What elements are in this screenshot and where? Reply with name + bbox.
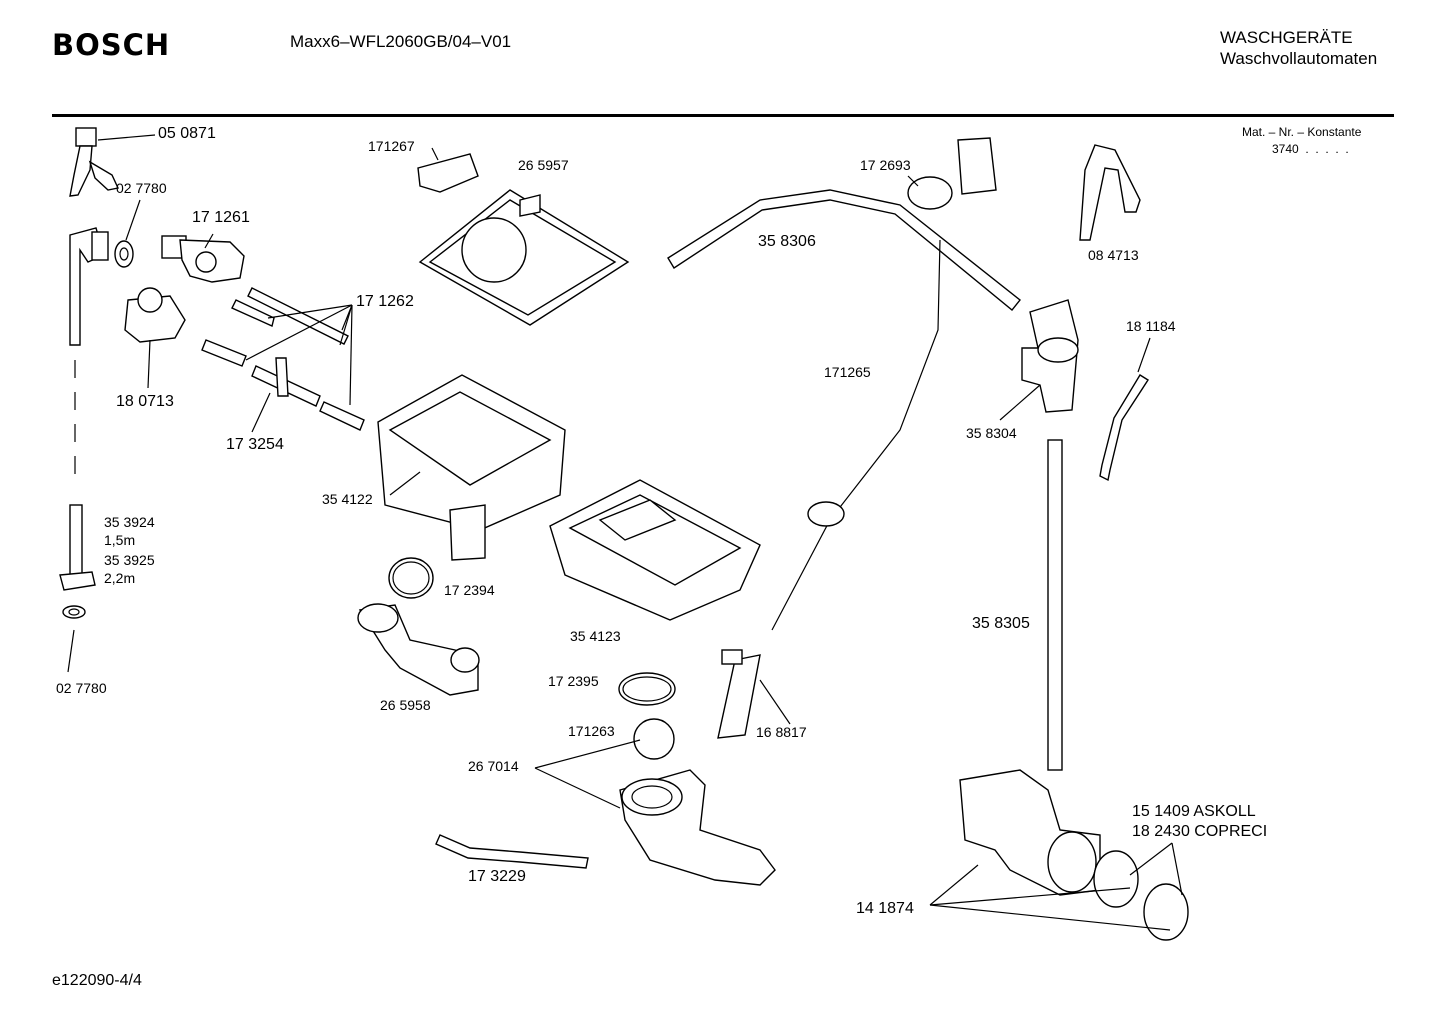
label-353924: 35 3924 [104,514,155,530]
part-drawer-cover [418,189,630,326]
label-172693: 17 2693 [860,157,911,173]
label-050871: 05 0871 [158,125,216,142]
part-hose-358306 [667,189,1021,311]
label-265957: 26 5957 [518,157,569,173]
part-hose-elbow [69,227,109,346]
model-number: Maxx6–WFL2060GB/04–V01 [290,32,512,51]
part-clip-171267 [417,153,479,193]
brand-logo: BOSCH [52,28,171,62]
label-027780-top: 02 7780 [116,180,167,196]
category-title: WASCHGERÄTE [1220,28,1353,47]
part-detergent-drawer [549,479,761,621]
label-172394: 17 2394 [444,582,495,598]
label-267014: 26 7014 [468,758,519,774]
part-sump-267014 [619,769,776,886]
label-354122: 35 4122 [322,491,373,507]
material-value: 3740 . . . . . [1272,142,1349,156]
label-length-15: 1,5m [104,532,136,548]
label-168817: 16 8817 [756,724,807,740]
part-dispenser-housing [377,374,566,561]
part-hose-end [59,504,96,619]
part-hose-173229 [435,834,589,869]
part-drain-pump [959,769,1189,941]
label-151409: 15 1409 ASKOLL [1132,803,1256,820]
label-181184: 18 1184 [1126,318,1176,334]
label-027780-bottom: 02 7780 [56,680,107,696]
label-171262: 17 1262 [356,293,414,310]
label-171265: 171265 [824,364,871,380]
gasket-172394 [388,557,434,599]
part-trap-358304 [1021,299,1079,413]
part-hose-358305 [1047,439,1063,771]
label-182430: 18 2430 COPRECI [1132,823,1268,840]
label-171263: 171263 [568,723,615,739]
material-label: Mat. – Nr. – Konstante [1242,125,1362,139]
part-hoses-171262 [231,287,365,431]
washer-top [114,240,134,268]
part-pressure-switch [907,137,997,210]
part-bracket-084713 [1079,144,1141,241]
part-y-connector [69,127,120,197]
label-173254: 17 3254 [226,436,284,453]
part-valve-double [161,235,245,283]
label-141874: 14 1874 [856,900,914,917]
label-171267: 171267 [368,138,415,154]
label-354123: 35 4123 [570,628,621,644]
header-divider [52,114,1394,117]
ball-valve [633,718,675,760]
drawing-id: e122090-4/4 [52,972,142,989]
label-265958: 26 5958 [380,697,431,713]
label-358305: 35 8305 [972,615,1030,632]
part-t-hose [201,339,321,407]
label-171261: 17 1261 [192,209,250,226]
label-173229: 17 3229 [468,868,526,885]
part-ntc-sensor [717,649,761,739]
label-172395: 17 2395 [548,673,599,689]
category-subtitle: Waschvollautomaten [1220,49,1378,68]
part-valve-single [124,287,186,343]
label-353925: 35 3925 [104,552,155,568]
part-bellows-265958 [357,603,480,696]
label-358306: 35 8306 [758,233,816,250]
label-358304: 35 8304 [966,425,1017,441]
label-084713: 08 4713 [1088,247,1139,263]
gasket-172395 [618,672,676,706]
part-rod-181184 [1099,374,1149,482]
label-length-22: 2,2m [104,570,136,586]
label-180713: 18 0713 [116,393,174,410]
